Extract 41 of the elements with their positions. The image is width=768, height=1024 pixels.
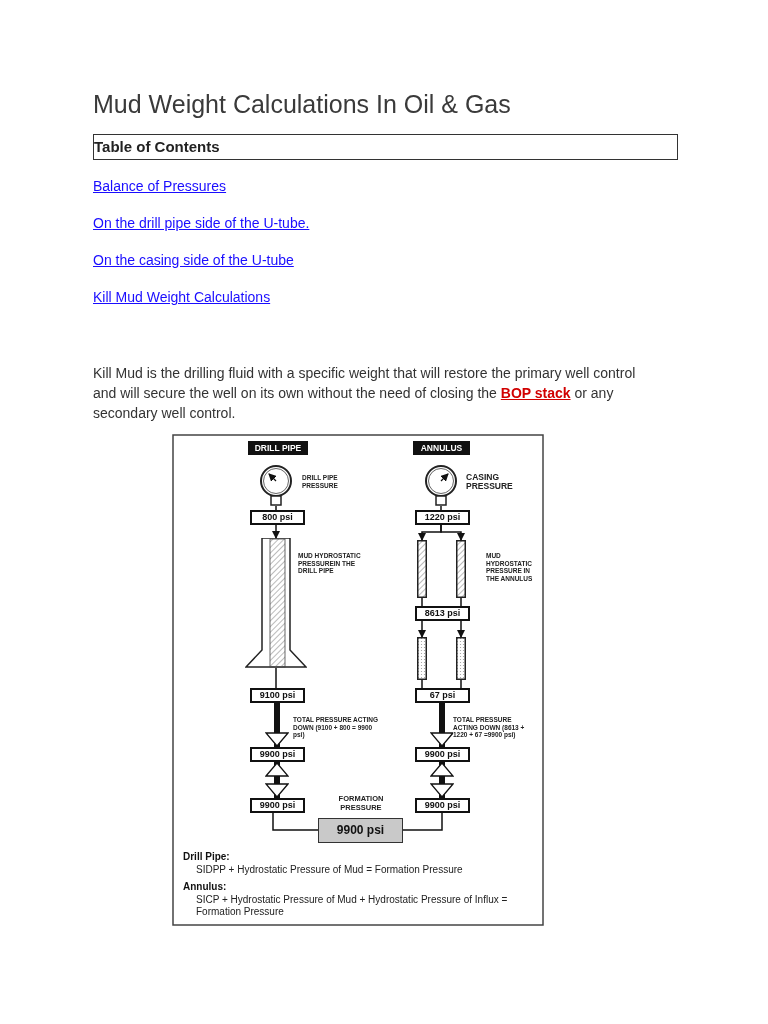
connector-line <box>460 597 462 607</box>
contents-link: On the drill pipe side of the U-tube. <box>93 215 310 231</box>
connector-line <box>275 667 277 689</box>
hollow-arrow <box>430 762 454 798</box>
formula-heading: Annulus: <box>183 881 227 892</box>
formula-text: SIDPP + Hydrostatic Pressure of Mud = Formation Pressure <box>196 864 464 876</box>
connector-line <box>275 505 277 511</box>
contents-box: Table of Contents <box>93 134 678 160</box>
pressure-value-box: 1220 psi <box>415 510 470 525</box>
pressure-value-box: 67 psi <box>415 688 470 703</box>
contents-link: Kill Mud Weight Calculations <box>93 289 271 305</box>
pressure-value-box: 9900 psi <box>415 747 470 762</box>
connector-line <box>421 679 423 689</box>
pressure-value-box: 9900 psi <box>415 798 470 813</box>
pressure-value-box: 8613 psi <box>415 606 470 621</box>
arrow <box>418 620 426 638</box>
pressure-value-box: 800 psi <box>250 510 305 525</box>
connector-line <box>421 597 423 607</box>
formula-heading: Drill Pipe: <box>183 851 230 862</box>
intro-paragraph: Kill Mud is the drilling fluid with a specific weight that will restore the primary well control and will secure the well on its own without the need of closing the BOP stack or any secondary well control. <box>93 364 637 423</box>
contents-link: Balance of Pressures <box>93 178 227 194</box>
arrow <box>272 524 280 539</box>
pressure-value-box: 9100 psi <box>250 688 305 703</box>
pressure-value-box: 9900 psi <box>250 798 305 813</box>
arrow <box>457 620 465 638</box>
section-tag: ANNULUS <box>413 441 470 455</box>
formation-value-box: 9900 psi <box>318 818 403 843</box>
connector-line <box>402 812 443 831</box>
contents-link: On the casing side of the U-tube <box>93 252 294 268</box>
connector-line <box>272 812 319 831</box>
connector-line <box>440 505 442 511</box>
section-tag: DRILL PIPE <box>248 441 308 455</box>
connector-line <box>460 679 462 689</box>
page-title: Mud Weight Calculations In Oil & Gas <box>93 90 512 119</box>
hollow-arrow <box>265 703 289 747</box>
arrow <box>440 524 465 541</box>
bop-stack-link: BOP stack <box>500 385 571 401</box>
pressure-value-box: 9900 psi <box>250 747 305 762</box>
formula-text: SICP + Hydrostatic Pressure of Mud + Hydrostatic Pressure of Influx = Formation Pressure <box>196 894 509 918</box>
side-caption: CASING PRESSURE <box>466 473 514 491</box>
hollow-arrow <box>265 762 289 798</box>
